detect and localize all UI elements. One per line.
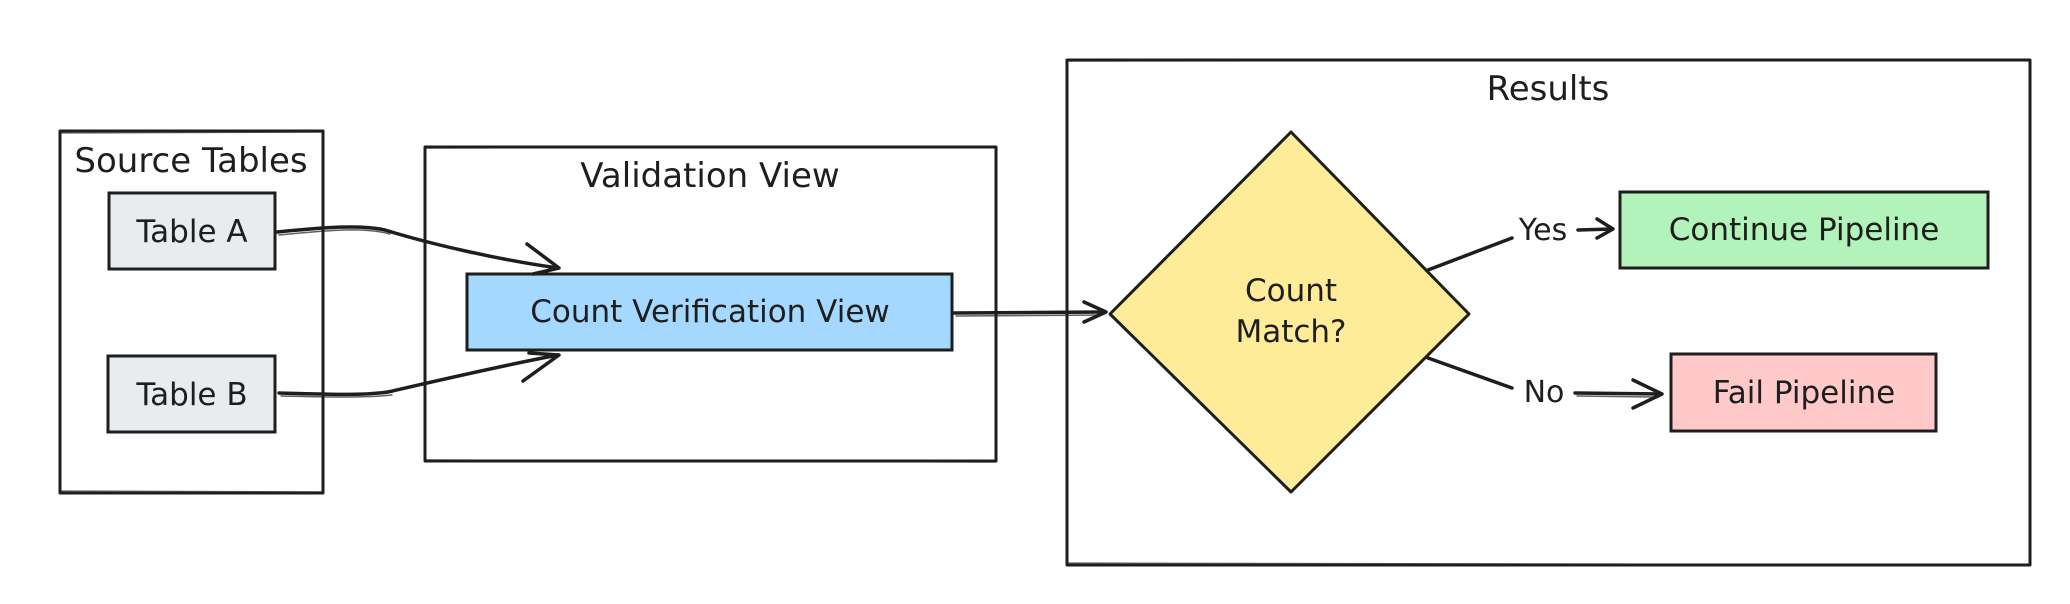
group-source-tables: Source Tables xyxy=(58,129,325,495)
node-table-b[interactable]: Table B xyxy=(106,354,277,434)
edge-yes-arrowhead xyxy=(1595,217,1615,240)
node-count-match-label-line1: Count xyxy=(1245,273,1337,309)
edge-table-a-line xyxy=(275,225,560,270)
group-results-title: Results xyxy=(1487,69,1610,109)
node-table-b-box xyxy=(106,354,277,434)
group-source-tables-title: Source Tables xyxy=(74,141,307,181)
edge-yes-to-continue: Yes xyxy=(1426,213,1615,272)
node-count-match-decision[interactable]: Count Match? xyxy=(1108,130,1471,494)
node-count-verification-view-box xyxy=(465,272,954,352)
node-table-a[interactable]: Table A xyxy=(107,191,277,271)
edge-table-b-line xyxy=(277,353,560,397)
edge-no-line-a xyxy=(1426,356,1514,390)
edge-yes-line-a xyxy=(1426,236,1514,272)
node-count-match-diamond xyxy=(1108,130,1471,494)
edge-table-b-arrowhead xyxy=(521,351,561,383)
node-table-a-box xyxy=(107,191,277,271)
group-validation-view: Validation View xyxy=(423,145,998,463)
edge-no-arrowhead xyxy=(1631,378,1664,410)
node-count-verification-view[interactable]: Count Verification View xyxy=(465,272,954,352)
edge-table-a-arrowhead xyxy=(525,242,561,276)
edge-yes-line-b xyxy=(1576,227,1614,232)
edge-no-label: No xyxy=(1524,375,1565,410)
group-results: Results xyxy=(1065,58,2032,567)
group-validation-view-title: Validation View xyxy=(580,156,839,196)
edge-table-a-to-verification xyxy=(275,225,561,276)
node-table-a-label: Table A xyxy=(135,214,247,250)
edge-yes-label: Yes xyxy=(1518,213,1567,248)
node-continue-pipeline-box xyxy=(1618,190,1990,270)
edge-no-line-b xyxy=(1573,391,1662,396)
node-continue-pipeline-label: Continue Pipeline xyxy=(1669,212,1940,248)
group-source-tables-frame xyxy=(58,129,325,495)
edge-table-b-to-verification xyxy=(277,351,561,398)
edge-verification-to-decision xyxy=(952,300,1108,324)
node-continue-pipeline[interactable]: Continue Pipeline xyxy=(1618,190,1990,270)
edge-no-to-fail: No xyxy=(1426,356,1664,410)
node-fail-pipeline-label: Fail Pipeline xyxy=(1713,375,1895,411)
edge-verification-line xyxy=(952,310,1105,315)
edge-verification-arrowhead xyxy=(1082,300,1108,324)
node-fail-pipeline-box xyxy=(1669,352,1938,433)
node-fail-pipeline[interactable]: Fail Pipeline xyxy=(1669,352,1938,433)
node-count-verification-view-label: Count Verification View xyxy=(530,294,890,330)
node-table-b-label: Table B xyxy=(135,377,247,413)
node-count-match-label-line2: Match? xyxy=(1235,314,1346,350)
